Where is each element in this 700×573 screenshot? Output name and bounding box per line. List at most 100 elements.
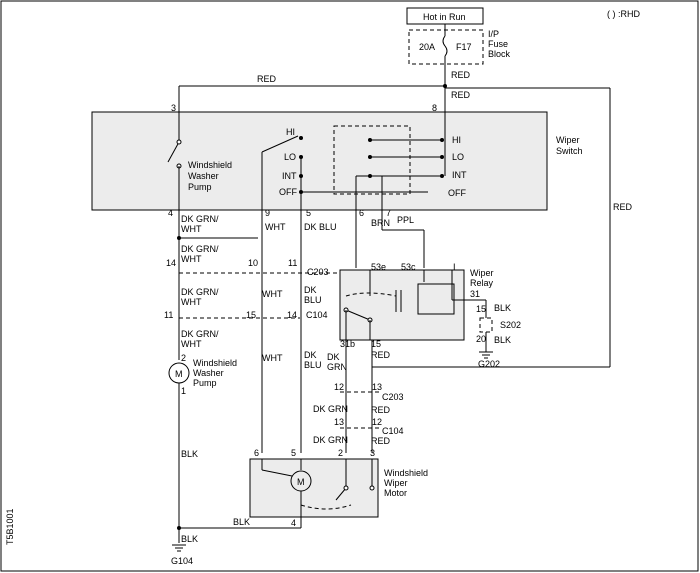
switch-lo-right: LO xyxy=(452,152,464,162)
connector-c203: C203 xyxy=(307,267,329,277)
pin-31: 31 xyxy=(470,289,480,299)
park-switch-contact xyxy=(335,487,347,501)
wire-dkgrn-wht-4a: DK GRN/ xyxy=(181,329,219,339)
wire-dkgrn-3: DK GRN xyxy=(313,435,348,445)
wiper-relay-box xyxy=(339,269,465,341)
wire-red-r3: RED xyxy=(371,436,391,446)
switch-off-right: OFF xyxy=(448,188,466,198)
pin-15b: 15 xyxy=(371,339,381,349)
pin-15: 15 xyxy=(246,310,256,320)
wire-wht-1: WHT xyxy=(265,222,286,232)
wire-label-red-8: RED xyxy=(451,90,471,100)
wiper-motor-m: M xyxy=(297,477,305,487)
pin-13b: 13 xyxy=(334,417,344,427)
switch-int-right: INT xyxy=(452,170,467,180)
pin-12: 12 xyxy=(334,382,344,392)
relay-label-2: Relay xyxy=(470,278,494,288)
wire-dkblu-1: DK BLU xyxy=(304,222,337,232)
fuse-symbol xyxy=(442,35,448,57)
diagram-code: T5B1001 xyxy=(5,508,15,545)
splice-s202 xyxy=(479,317,493,333)
fuse-block-label-2: Fuse xyxy=(488,39,508,49)
wiper-switch-box xyxy=(91,111,548,211)
wire-blk-s1: BLK xyxy=(494,303,511,313)
fuse-block-outline xyxy=(408,29,484,65)
relay-label-1: Wiper xyxy=(470,268,494,278)
wiper-motor-label-1: Windshield xyxy=(384,468,428,478)
wire-dkgrn-wht-3b: WHT xyxy=(181,297,202,307)
pin-14b: 14 xyxy=(287,310,297,320)
wire-dkgrn-wht-3a: DK GRN/ xyxy=(181,287,219,297)
wire-label-red-right: RED xyxy=(613,202,633,212)
pin-6: 6 xyxy=(359,208,364,218)
wire-dkgrn-wht-4b: WHT xyxy=(181,339,202,349)
wire-dkgrn-wht-1a: DK GRN/ xyxy=(181,214,219,224)
wire-blk-main: BLK xyxy=(181,449,198,459)
motor-pin-5: 5 xyxy=(291,448,296,458)
pin-15r: 15 xyxy=(476,304,486,314)
fuse-amp: 20A xyxy=(419,42,435,52)
wire-dkgrn-1b: GRN xyxy=(327,362,347,372)
pin-4: 4 xyxy=(168,208,173,218)
motor-pin-2: 2 xyxy=(338,448,343,458)
wire-label-red-top: RED xyxy=(257,74,277,84)
wire-red-r2: RED xyxy=(371,405,391,415)
pin-13: 13 xyxy=(372,382,382,392)
wiper-switch-blade xyxy=(261,135,299,153)
motor-pin-6: 6 xyxy=(254,448,259,458)
fuse-block-label-1: I/P xyxy=(488,29,499,39)
wire-dkgrn-wht-1b: WHT xyxy=(181,224,202,234)
connector-c203b: C203 xyxy=(382,392,404,402)
wire-wht-2: WHT xyxy=(262,289,283,299)
fuse-id: F17 xyxy=(456,42,472,52)
wire-blk-s2: BLK xyxy=(494,335,511,345)
wire-dkblu-2b: BLU xyxy=(304,295,322,305)
wire-red-r1: RED xyxy=(371,350,391,360)
switch-hi-left: HI xyxy=(286,127,295,137)
pin-2: 2 xyxy=(181,353,186,363)
wire-dkgrn-2: DK GRN xyxy=(313,404,348,414)
relay-coil xyxy=(417,283,455,315)
wire-wht-3: WHT xyxy=(262,353,283,363)
pin-53e: 53e xyxy=(371,262,386,272)
switch-hi-right: HI xyxy=(452,135,461,145)
pin-i: I xyxy=(453,262,456,272)
switch-off-left: OFF xyxy=(279,187,297,197)
hot-in-run-label: Hot in Run xyxy=(423,12,466,22)
motor-pin-3: 3 xyxy=(370,448,375,458)
pin-14: 14 xyxy=(166,258,176,268)
pin-9: 9 xyxy=(265,208,270,218)
pin-3: 3 xyxy=(171,103,176,113)
washer-switch-label-2: Washer xyxy=(188,171,219,181)
wire-brn: BRN xyxy=(371,218,390,228)
wire-dkgrn-wht-2a: DK GRN/ xyxy=(181,244,219,254)
wire-dkgrn-wht-2b: WHT xyxy=(181,254,202,264)
switch-ganged-link xyxy=(333,125,411,195)
pin-12b: 12 xyxy=(372,417,382,427)
pin-8: 8 xyxy=(432,103,437,113)
pin-53c: 53c xyxy=(401,262,416,272)
wire-ppl: PPL xyxy=(397,215,414,225)
wiper-motor-label-3: Motor xyxy=(384,488,407,498)
fuse-block-label-3: Block xyxy=(488,49,511,59)
washer-switch-contact xyxy=(167,141,180,163)
wiper-motor-label-2: Wiper xyxy=(384,478,408,488)
pin-11b: 11 xyxy=(164,310,173,320)
wire-dkblu-2a: DK xyxy=(304,285,317,295)
motor-pin-4: 4 xyxy=(291,518,296,528)
wire-dkgrn-1a: DK xyxy=(327,352,340,362)
wire-label-red-fuse: RED xyxy=(451,70,471,80)
wiper-motor-box xyxy=(249,458,379,518)
relay-link xyxy=(345,292,397,297)
switch-int-left: INT xyxy=(282,171,297,181)
pin-10: 10 xyxy=(248,258,258,268)
switch-lo-left: LO xyxy=(284,152,296,162)
washer-pump-label-1: Windshield xyxy=(193,358,237,368)
pin-1: 1 xyxy=(181,386,186,396)
connector-c104b: C104 xyxy=(382,426,404,436)
wire-dkblu-3a: DK xyxy=(304,350,317,360)
washer-pump-label-2: Washer xyxy=(193,368,224,378)
wiper-switch-label-1: Wiper xyxy=(556,135,580,145)
